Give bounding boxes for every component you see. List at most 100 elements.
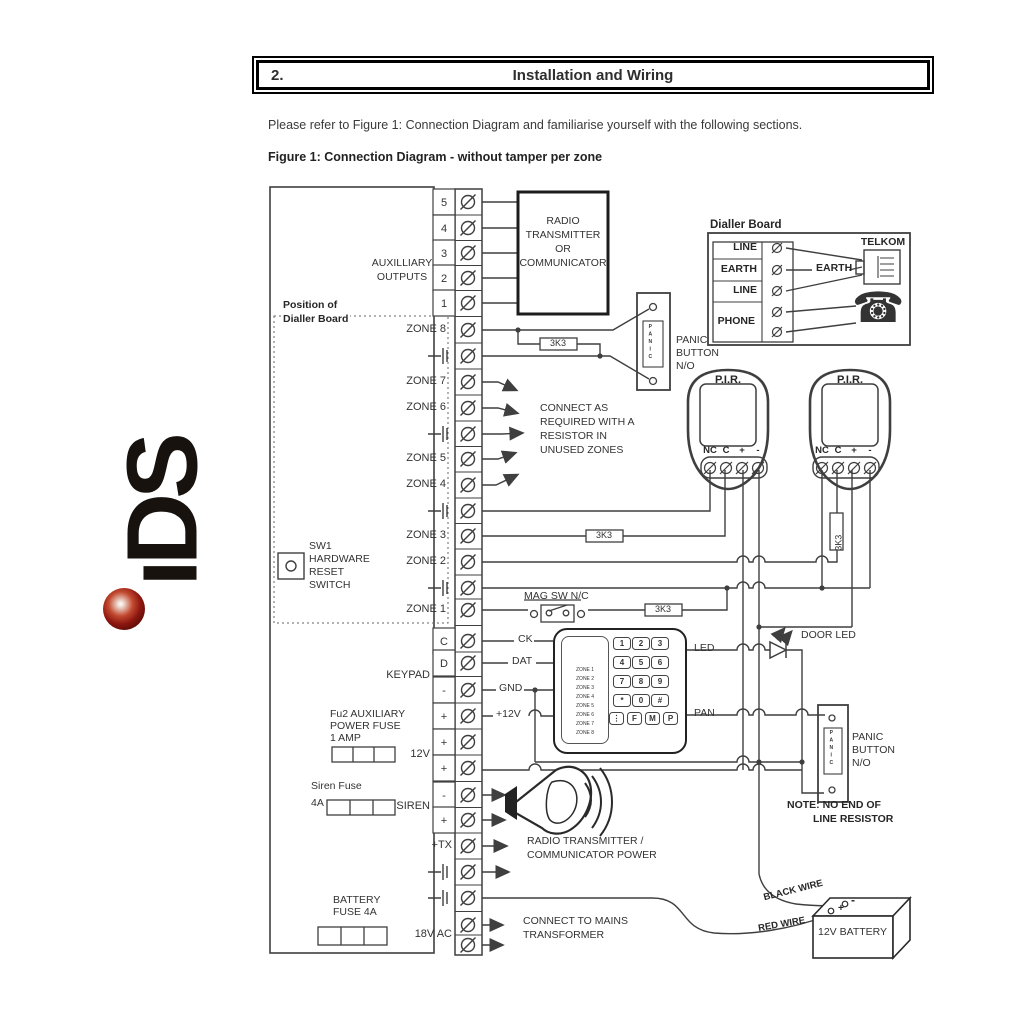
dialler-board-title: Dialler Board	[710, 219, 782, 231]
keypad-wire-label: +12V	[496, 708, 521, 720]
dialler-terminal-label: LINE	[733, 284, 757, 296]
panic-vertical-text: PANIC	[828, 730, 835, 768]
pan-wire-label: PAN	[694, 707, 715, 719]
panic-button-2	[817, 704, 849, 803]
pir-sensor-2	[808, 368, 892, 491]
figure-caption: Figure 1: Connection Diagram - without t…	[268, 150, 603, 164]
aux-outputs-label: AUXILLIARY	[371, 257, 433, 269]
earth-wire-label: EARTH	[816, 262, 853, 274]
battery-label: 12V BATTERY	[818, 926, 888, 938]
pir-title: P.I.R.	[714, 374, 742, 386]
radio-transmitter-label: COMMUNICATOR	[519, 257, 607, 269]
resistor-boxes	[539, 337, 844, 617]
keypad-button-0: 0	[632, 694, 650, 707]
panic-button-label: PANIC	[676, 334, 708, 346]
pir-terminal-label: +	[851, 445, 857, 456]
terminal-side-label: SIREN	[396, 800, 430, 812]
keypad-button-5: 5	[632, 656, 650, 669]
terminal-side-label: ZONE 6	[406, 401, 446, 413]
pir-terminal-label: NC	[815, 445, 829, 456]
panic-button-label: N/O	[852, 757, 871, 769]
panic-button-1	[636, 292, 671, 391]
panic-vertical-text: PANIC	[647, 324, 654, 362]
fu2-fuse-label: POWER FUSE	[330, 720, 401, 732]
eol-note: LINE RESISTOR	[813, 813, 894, 825]
svg-text:3: 3	[441, 248, 447, 260]
terminal-side-label: +TX	[431, 839, 452, 851]
radio-transmitter-label: TRANSMITTER	[525, 229, 601, 241]
svg-text:+: +	[441, 737, 447, 749]
keypad-button-8: 8	[632, 675, 650, 688]
terminal-side-label: KEYPAD	[386, 669, 430, 681]
dialler-terminal-label: EARTH	[720, 263, 757, 275]
keypad-wire-label: GND	[499, 682, 523, 694]
svg-text:+: +	[441, 815, 447, 827]
mains-label: CONNECT TO MAINS	[523, 915, 629, 927]
sw1-label: HARDWARE	[309, 553, 370, 565]
svg-text:C: C	[440, 636, 448, 648]
dialler-board-box	[707, 232, 911, 346]
keypad-zone-led-label: ZONE 3	[576, 684, 595, 691]
terminal-side-label: ZONE 8	[406, 323, 446, 335]
sw1-label: SWITCH	[309, 579, 351, 591]
pir-terminal-label: -	[868, 445, 872, 456]
position-dialler-label: Position of	[281, 299, 340, 312]
junction-dots	[515, 327, 825, 765]
keypad-zone-led-label: ZONE 6	[576, 711, 595, 718]
fuse-boxes	[317, 746, 396, 946]
terminal-side-label: ZONE 3	[406, 529, 446, 541]
keypad-button-M: M	[645, 712, 660, 725]
svg-text:1: 1	[441, 298, 447, 310]
section-number: 2.	[271, 66, 284, 84]
keypad-button-P: P	[663, 712, 678, 725]
dialler-position-outline	[273, 315, 449, 624]
terminal-side-label: 12V	[410, 748, 430, 760]
battery-minus: -	[851, 893, 855, 907]
svg-text:+: +	[441, 763, 447, 775]
siren-fuse-label: Siren Fuse	[311, 780, 362, 792]
keypad-button-4: 4	[613, 656, 631, 669]
panic-button-label: BUTTON	[676, 347, 719, 359]
resistor-3k3-label: 3K3	[654, 604, 672, 614]
panic-button-label: BUTTON	[852, 744, 895, 756]
pir-terminal-label: +	[739, 445, 745, 456]
door-led-label: DOOR LED	[801, 629, 856, 641]
keypad-led-panel	[561, 636, 609, 744]
svg-text:-: -	[442, 790, 446, 802]
radio-power-label: RADIO TRANSMITTER /	[527, 835, 644, 847]
keypad-zone-led-label: ZONE 7	[576, 720, 595, 727]
keypad-wire-label: DAT	[512, 655, 533, 667]
sw1-label: SW1	[309, 540, 332, 552]
eol-note: NOTE: NO END OF	[787, 799, 881, 811]
door-led-symbol	[769, 640, 788, 660]
keypad-button-3: 3	[651, 637, 669, 650]
terminal-side-label: ZONE 4	[406, 478, 446, 490]
telkom-label: TELKOM	[860, 236, 906, 248]
radio-transmitter-label: OR	[555, 243, 571, 255]
terminal-side-label: ZONE 5	[406, 452, 446, 464]
pir-terminal-label: NC	[703, 445, 717, 456]
aux-outputs-label: OUTPUTS	[376, 271, 428, 283]
section-header: 2. Installation and Wiring	[252, 56, 934, 94]
fu2-fuse-label: Fu2 AUXILIARY	[330, 708, 406, 720]
mains-label: TRANSFORMER	[523, 929, 605, 941]
keypad-wire-label: CK	[518, 633, 533, 645]
resistor-3k3-label: 3K3	[549, 338, 567, 348]
radio-transmitter-box	[516, 190, 610, 316]
svg-text:+: +	[441, 711, 447, 723]
panic-button-label: N/O	[676, 360, 695, 372]
battery-plus: +	[838, 903, 844, 914]
keypad-zone-led-label: ZONE 5	[576, 702, 595, 709]
keypad-zone-led-label: ZONE 8	[576, 729, 595, 736]
fu2-fuse-label: 1 AMP	[330, 732, 361, 744]
radio-transmitter-label: RADIO	[546, 215, 580, 227]
resistor-3k3-label: 3K3	[833, 534, 844, 551]
svg-text:2: 2	[441, 273, 447, 285]
led-wire-label: LED	[694, 642, 715, 654]
keypad-button-2: 2	[632, 637, 650, 650]
main-board-outline	[269, 186, 435, 954]
keypad-zone-led-label: ZONE 2	[576, 675, 595, 682]
panic-button-label: PANIC	[852, 731, 884, 743]
